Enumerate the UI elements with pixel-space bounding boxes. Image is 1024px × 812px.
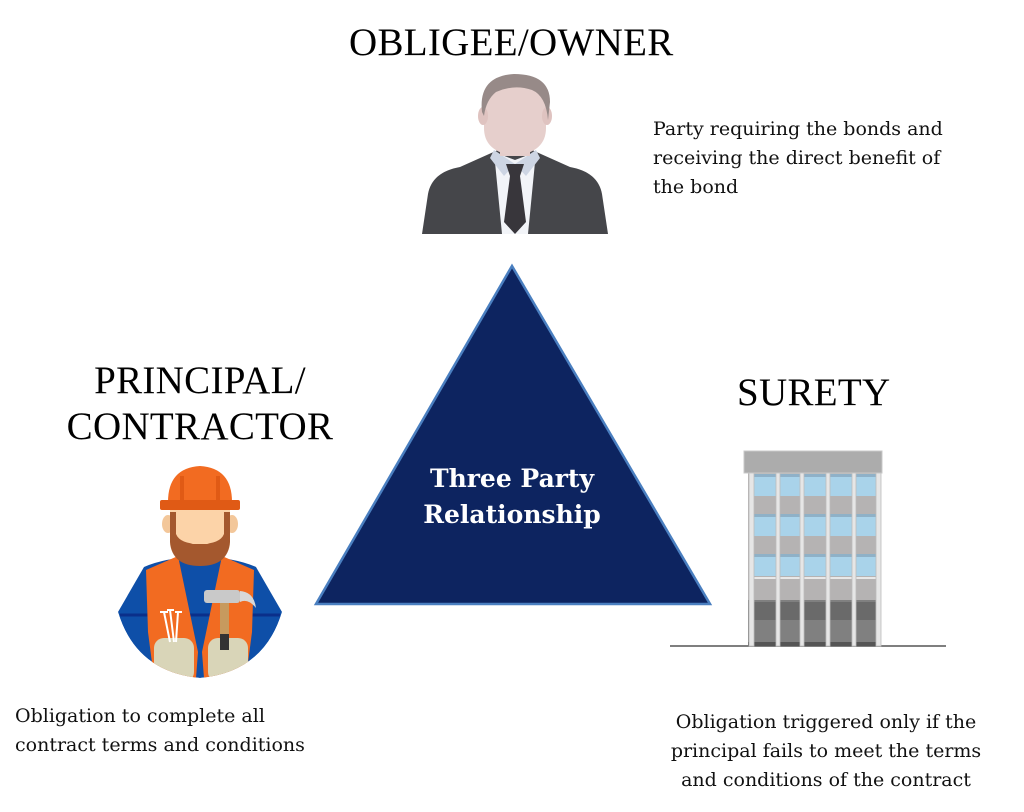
principal-title: PRINCIPAL/ CONTRACTOR: [0, 358, 400, 450]
surety-description-line: and conditions of the contract: [681, 769, 971, 791]
businessman-icon: [420, 72, 610, 236]
surety-title: SURETY: [737, 371, 891, 414]
center-label: Three Party Relationship: [362, 461, 662, 533]
obligee-title: OBLIGEE/OWNER: [349, 21, 674, 64]
surety-description-line: principal fails to meet the terms: [670, 740, 982, 762]
principal-title-line: CONTRACTOR: [66, 405, 334, 448]
principal-title-line: PRINCIPAL/: [94, 359, 306, 402]
obligee-description-line: Party requiring the bonds and: [653, 118, 943, 140]
obligee-description-line: the bond: [653, 176, 739, 198]
construction-worker-icon: [114, 462, 286, 682]
principal-description-line: Obligation to complete all: [15, 705, 265, 727]
center-label-line: Three Party: [429, 464, 595, 493]
surety-description: Obligation triggered only if the princip…: [636, 708, 1016, 795]
center-label-line: Relationship: [423, 500, 601, 529]
principal-description: Obligation to complete all contract term…: [15, 702, 305, 760]
obligee-description: Party requiring the bonds and receiving …: [653, 115, 943, 202]
obligee-description-line: receiving the direct benefit of: [653, 147, 941, 169]
principal-description-line: contract terms and conditions: [15, 734, 305, 756]
office-building-icon: [668, 448, 948, 650]
three-party-triangle: [312, 262, 714, 608]
surety-description-line: Obligation triggered only if the: [675, 711, 977, 733]
